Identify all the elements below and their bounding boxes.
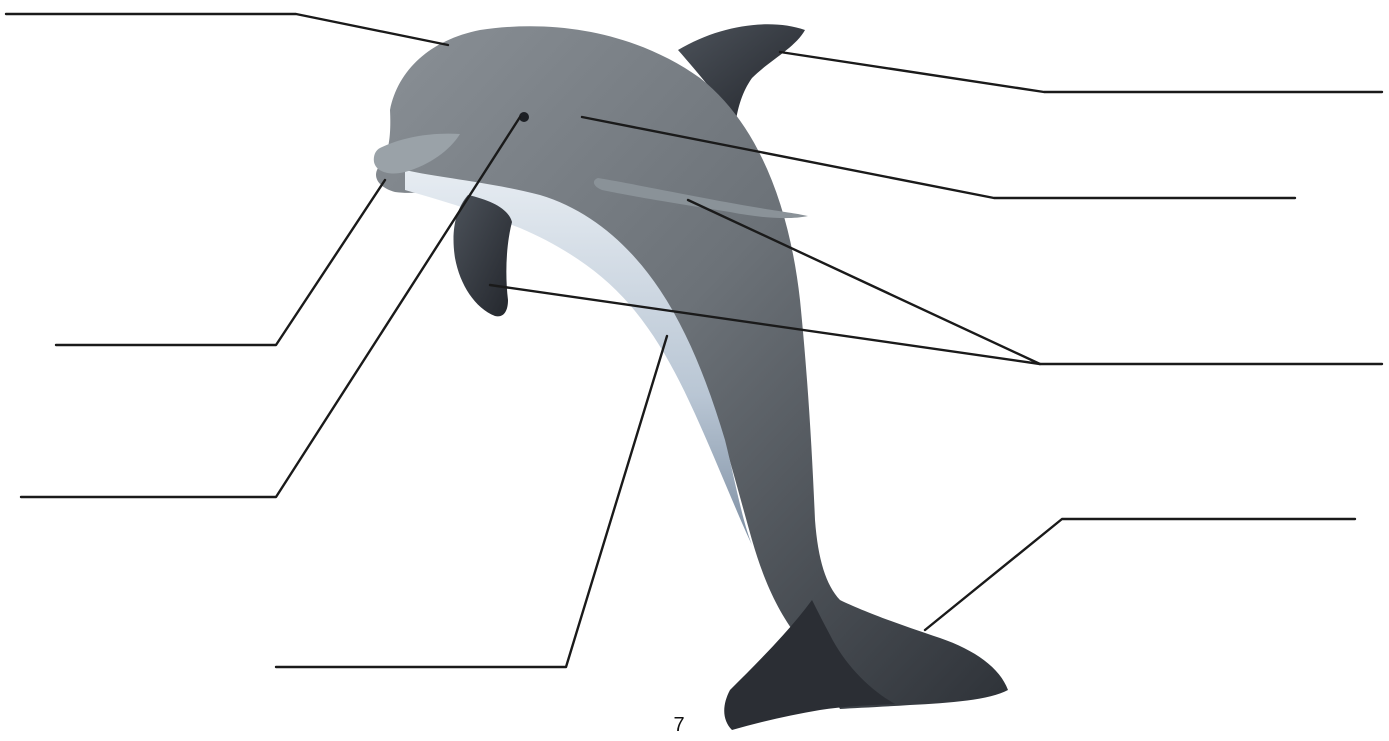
label-line-dorsal-fin[interactable] bbox=[780, 52, 1382, 92]
label-line-tail-fluke[interactable] bbox=[925, 519, 1355, 630]
dolphin bbox=[374, 24, 1008, 730]
page-number: 7 bbox=[662, 714, 696, 737]
label-line-belly[interactable] bbox=[276, 336, 667, 667]
label-line-rostrum[interactable] bbox=[56, 180, 385, 345]
pectoral-fin-left-shape bbox=[454, 195, 512, 316]
label-line-melon[interactable] bbox=[6, 14, 448, 45]
